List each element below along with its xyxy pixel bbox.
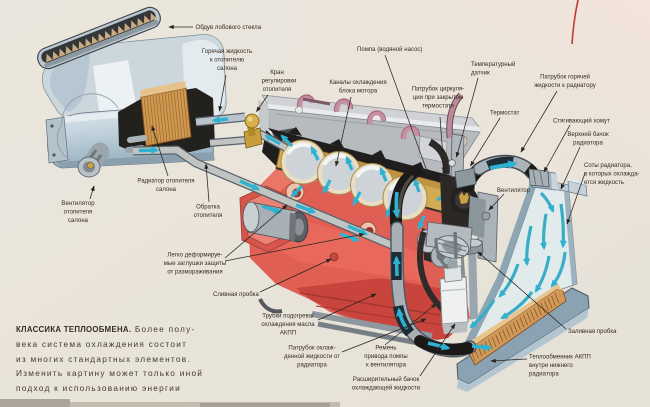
svg-text:Соты радиатора,: Соты радиатора, xyxy=(584,163,632,169)
svg-text:охлаждения масла: охлаждения масла xyxy=(261,322,315,328)
svg-text:АКПП: АКПП xyxy=(280,331,296,337)
svg-text:внутри нижнего: внутри нижнего xyxy=(529,363,573,369)
svg-text:отопителя: отопителя xyxy=(263,87,292,93)
svg-text:отопителя: отопителя xyxy=(194,213,223,219)
svg-text:Патрубок горячей: Патрубок горячей xyxy=(540,74,590,81)
svg-text:радиатора: радиатора xyxy=(297,363,327,369)
svg-text:Радиатор отопителя: Радиатор отопителя xyxy=(137,179,194,185)
svg-text:блока мотора: блока мотора xyxy=(339,89,378,95)
svg-text:датчик: датчик xyxy=(471,71,490,77)
svg-text:радиатора: радиатора xyxy=(529,372,559,378)
svg-text:Каналы охлаждения: Каналы охлаждения xyxy=(329,80,386,86)
svg-text:термостате: термостате xyxy=(422,104,455,110)
svg-text:Кран: Кран xyxy=(270,70,284,76)
svg-text:Ремень: Ремень xyxy=(375,346,396,352)
svg-text:к отопителю: к отопителю xyxy=(210,58,245,64)
svg-text:денной жидкости от: денной жидкости от xyxy=(284,353,340,360)
svg-text:Обдув лобового стекла: Обдув лобового стекла xyxy=(196,25,262,31)
svg-text:жидкости к радиатору: жидкости к радиатору xyxy=(534,83,596,89)
svg-text:охлаждающей жидкости: охлаждающей жидкости xyxy=(352,385,420,392)
svg-text:мые заглушки защиты: мые заглушки защиты xyxy=(164,261,227,267)
svg-text:радиатора: радиатора xyxy=(573,141,603,147)
svg-text:к вентилятора: к вентилятора xyxy=(366,363,407,369)
svg-text:Трубки подогрева/: Трубки подогрева/ xyxy=(262,314,314,320)
svg-text:Помпа (водяной насос): Помпа (водяной насос) xyxy=(357,46,422,53)
svg-text:Горячая жидкость: Горячая жидкость xyxy=(202,49,252,55)
svg-text:ции при закрытом: ции при закрытом xyxy=(413,95,463,101)
svg-text:в которых охлажда-: в которых охлажда- xyxy=(584,172,640,178)
svg-text:Обратка: Обратка xyxy=(196,205,220,211)
svg-text:Температурный: Температурный xyxy=(471,61,515,68)
svg-text:Сливная пробка: Сливная пробка xyxy=(213,292,259,298)
svg-text:отопителя: отопителя xyxy=(64,210,93,216)
svg-text:ется жидкость: ется жидкость xyxy=(584,180,624,186)
svg-text:Легко деформируе-: Легко деформируе- xyxy=(167,253,222,259)
svg-text:Верхний бачок: Верхний бачок xyxy=(567,131,609,138)
svg-text:Теплообменник АКПП: Теплообменник АКПП xyxy=(529,355,591,361)
svg-text:Вентилятор: Вентилятор xyxy=(497,188,531,194)
svg-text:Патрубок циркуля-: Патрубок циркуля- xyxy=(412,87,465,93)
svg-text:Патрубок охлаж-: Патрубок охлаж- xyxy=(288,346,335,352)
svg-text:Стягивающий хомут: Стягивающий хомут xyxy=(553,118,610,125)
svg-text:регулировки: регулировки xyxy=(262,79,297,85)
svg-text:привода помпы: привода помпы xyxy=(364,354,407,360)
svg-text:от размораживания: от размораживания xyxy=(167,270,222,276)
svg-text:Расширительный бачок: Расширительный бачок xyxy=(353,376,420,383)
svg-text:салона: салона xyxy=(68,218,89,224)
svg-text:Термостат: Термостат xyxy=(490,111,520,117)
svg-text:салона: салона xyxy=(217,66,238,72)
svg-text:Заливная пробка: Заливная пробка xyxy=(568,329,617,335)
svg-text:Вентилятор: Вентилятор xyxy=(61,201,95,207)
svg-text:салона: салона xyxy=(156,187,177,193)
